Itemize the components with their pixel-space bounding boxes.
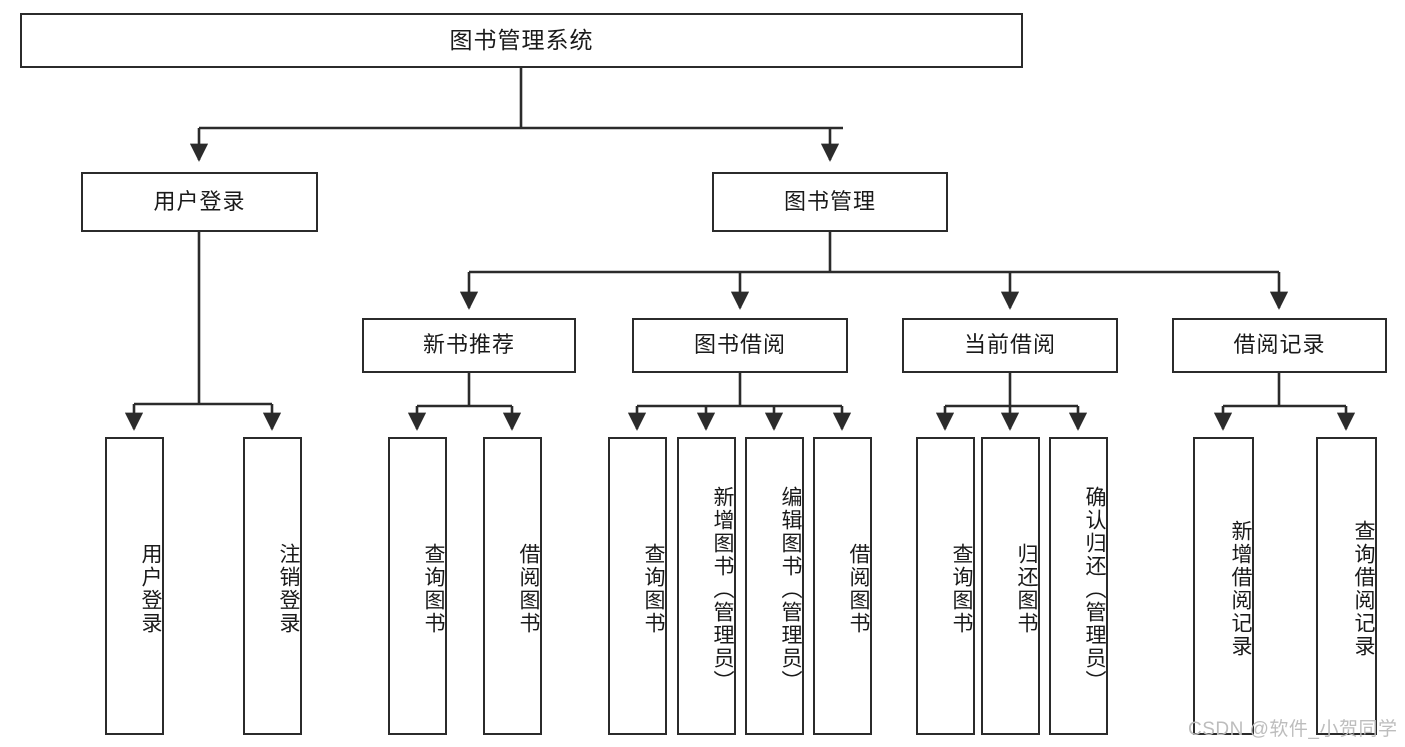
node-label: 注销登录	[277, 543, 300, 635]
node-root-book-management-system[interactable]: 图书管理系统	[20, 13, 1023, 68]
node-borrow-record[interactable]: 借阅记录	[1172, 318, 1387, 373]
leaf-book-borrow-borrow-book[interactable]: 借阅图书	[813, 437, 872, 735]
leaf-current-borrow-return-book[interactable]: 归还图书	[981, 437, 1040, 735]
node-label: 确认归还（管理员）	[1083, 485, 1106, 693]
leaf-current-borrow-confirm-return-admin[interactable]: 确认归还（管理员）	[1049, 437, 1108, 735]
leaf-new-book-borrow-book[interactable]: 借阅图书	[483, 437, 542, 735]
node-label: 借阅图书	[847, 543, 870, 635]
node-label: 图书借阅	[693, 332, 786, 358]
node-label: 借阅记录	[1233, 332, 1326, 358]
node-label: 借阅图书	[517, 543, 540, 635]
node-label: 用户登录	[139, 543, 162, 635]
leaf-user-login-login[interactable]: 用户登录	[105, 437, 164, 735]
node-book-borrow[interactable]: 图书借阅	[632, 318, 848, 373]
node-label: 查询图书	[950, 543, 973, 635]
leaf-book-borrow-edit-book-admin[interactable]: 编辑图书（管理员）	[745, 437, 804, 735]
node-label: 新增图书（管理员）	[711, 485, 734, 693]
leaf-book-borrow-query-book[interactable]: 查询图书	[608, 437, 667, 735]
node-user-login[interactable]: 用户登录	[81, 172, 318, 232]
node-label: 当前借阅	[963, 332, 1056, 358]
node-new-book-recommend[interactable]: 新书推荐	[362, 318, 576, 373]
node-label: 图书管理系统	[449, 26, 594, 53]
leaf-current-borrow-query-book[interactable]: 查询图书	[916, 437, 975, 735]
leaf-user-login-logout[interactable]: 注销登录	[243, 437, 302, 735]
leaf-borrow-record-add-record[interactable]: 新增借阅记录	[1193, 437, 1254, 735]
node-label: 编辑图书（管理员）	[779, 485, 802, 693]
node-label: 图书管理	[783, 188, 876, 214]
node-label: 新书推荐	[422, 332, 515, 358]
csdn-watermark: CSDN @软件_小贺同学	[1188, 719, 1398, 740]
node-label: 用户登录	[153, 188, 246, 214]
leaf-book-borrow-add-book-admin[interactable]: 新增图书（管理员）	[677, 437, 736, 735]
node-label: 查询图书	[422, 543, 445, 635]
leaf-new-book-query-book[interactable]: 查询图书	[388, 437, 447, 735]
node-label: 新增借阅记录	[1229, 520, 1252, 658]
leaf-borrow-record-query-record[interactable]: 查询借阅记录	[1316, 437, 1377, 735]
node-label: 查询借阅记录	[1352, 520, 1375, 658]
node-book-management[interactable]: 图书管理	[712, 172, 948, 232]
node-label: 查询图书	[642, 543, 665, 635]
node-label: 归还图书	[1015, 543, 1038, 635]
node-current-borrow[interactable]: 当前借阅	[902, 318, 1118, 373]
